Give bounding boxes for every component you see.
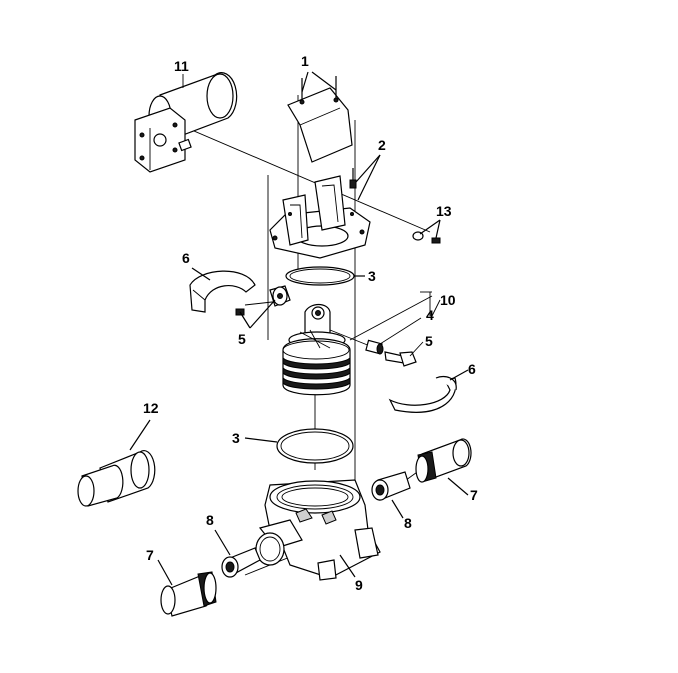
callout-5-right: 5 <box>425 333 433 349</box>
callout-7-right: 7 <box>470 487 478 503</box>
callout-2: 2 <box>378 137 386 153</box>
callout-3-upper: 3 <box>368 268 376 284</box>
screw-part-2 <box>349 154 381 201</box>
callout-5-left: 5 <box>238 331 246 347</box>
callout-8-left: 8 <box>206 512 214 528</box>
upper-o-ring-part <box>285 266 365 286</box>
motor-part <box>134 72 238 173</box>
bushing-part-4 <box>365 339 384 355</box>
bolt-part-5 <box>384 351 417 367</box>
cover-plate-part <box>287 71 353 163</box>
callout-6-lower: 6 <box>468 361 476 377</box>
right-check-valve-part <box>371 471 411 519</box>
callout-9: 9 <box>355 577 363 593</box>
upper-clamp-part <box>189 267 256 313</box>
callout-8-right: 8 <box>404 515 412 531</box>
pump-body-part <box>255 479 381 581</box>
right-hose-fitting-part <box>415 438 472 496</box>
callout-6-upper: 6 <box>182 250 190 266</box>
shaft-collar-part <box>235 285 291 329</box>
callout-13: 13 <box>436 203 452 219</box>
lower-o-ring-part <box>244 428 354 464</box>
top-plate-part <box>269 175 371 259</box>
left-check-valve-part <box>214 529 261 578</box>
diaphragm-assembly-part <box>282 303 351 396</box>
callout-1: 1 <box>301 53 309 69</box>
callout-7-left: 7 <box>146 547 154 563</box>
callout-10: 10 <box>440 292 456 308</box>
callout-leaders <box>182 74 441 357</box>
hose-adapter-part <box>77 419 156 507</box>
lower-clamp-part <box>388 369 469 413</box>
left-hose-fitting-part <box>157 559 217 617</box>
washer-screw-part-13 <box>412 219 441 244</box>
callout-11: 11 <box>174 58 189 74</box>
callout-12: 12 <box>143 400 159 416</box>
callout-3-lower: 3 <box>232 430 240 446</box>
